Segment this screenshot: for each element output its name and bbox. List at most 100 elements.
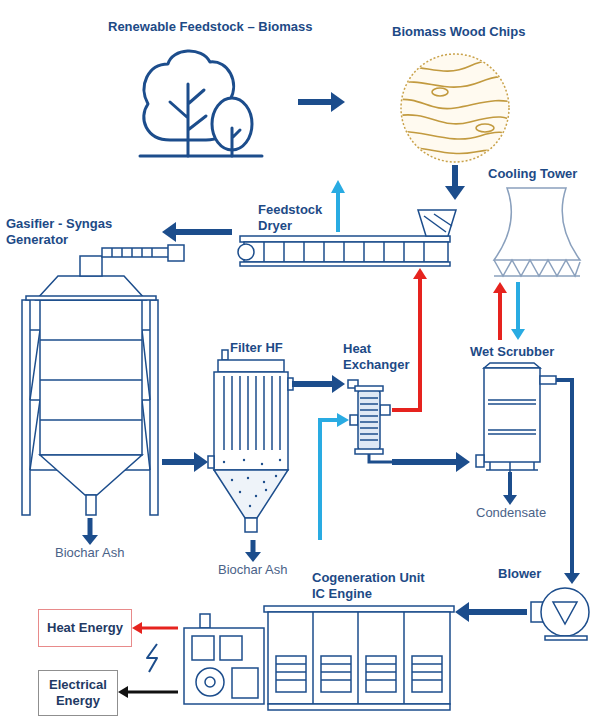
feedstock-node: Renewable Feedstock – Biomass [105,45,298,160]
bag-filter [223,461,225,463]
dryer-node: Feedstock Dryer [232,200,460,268]
lightning-symbol [147,644,157,672]
cooling-tower-node: Cooling Tower [488,185,585,282]
connector-line [392,459,457,465]
bag-filter [208,456,214,468]
connector-line [127,691,178,694]
lightning-symbol [147,644,157,672]
flow-arrow [132,622,178,634]
gasifier [40,455,142,495]
arrow-head [331,92,345,112]
wood-chips-icon [476,124,494,132]
flow-arrow [445,165,465,200]
cogeneration-engine [264,606,454,612]
cooling-tower [494,260,580,276]
equipment-label: Cogeneration Unit IC Engine [312,570,434,602]
output-label: Biochar Ash [55,545,124,561]
heat-exchanger [355,449,383,454]
equipment-label: Cooling Tower [488,166,577,182]
bag-filter [214,372,288,470]
connector-line [251,540,256,553]
gasifier [102,248,170,257]
flow-arrow [392,268,427,410]
engine-node: Cogeneration Unit IC Engine [178,568,455,712]
cogeneration-engine [321,656,351,692]
air-inlet-line [320,413,349,540]
cogeneration-engine [184,606,454,710]
heat-exchanger-node: Heat Exchanger [345,380,392,470]
wood-chips-icon [395,131,520,139]
air-inlet-line [320,420,338,540]
wood-chips-icon [432,88,448,96]
connector-line [298,99,332,105]
flow-arrow [82,518,98,545]
flow-arrow [298,92,345,112]
gasifier [86,495,96,515]
output-node: Condensate [476,505,547,521]
arrow-head [162,222,176,242]
feedstock-dryer [418,210,456,236]
cogeneration-engine [268,612,450,704]
equipment-label: Blower [498,566,541,582]
vapour-arrow [331,180,345,232]
energy-label: Electrical Energy [47,677,109,709]
bag-filter [239,491,241,493]
scrubber-node: Wet Scrubber [470,340,556,472]
tree-icon [140,51,262,156]
flow-arrow [493,282,507,340]
feedstock-dryer [240,236,450,242]
bag-filter [263,481,265,483]
cogeneration-engine [220,636,242,660]
connector-line [556,380,572,574]
arrow-head [194,452,208,472]
cooling-tower [494,188,580,260]
bag-filter [231,479,233,481]
bag-filter [265,489,267,491]
energy-box: Heat Energy [38,609,132,647]
output-node: Biochar Ash [218,562,288,578]
feedstock-dryer [238,244,254,260]
wet-scrubber [476,363,556,472]
equipment-label: Filter HF [230,340,283,356]
vapour-arrow [331,180,345,193]
cogeneration-engine [276,656,306,692]
connector-line [516,282,520,330]
arrow-head [118,686,128,698]
heat-exchanger [350,415,358,425]
equipment-label: Feedstock Dryer [258,202,338,234]
heat-exchanger [355,386,383,391]
bag-filter [261,463,263,465]
tree-icon [232,128,240,156]
flow-arrow [455,602,527,622]
equipment-label: Gasifier - Syngas Generator [6,216,124,248]
tree-icon [170,84,206,156]
wet-scrubber [540,376,556,384]
bag-filter [224,376,280,450]
flow-arrow [162,452,208,472]
gasifier [168,245,184,261]
wet-scrubber [484,368,540,462]
wet-scrubber [486,462,538,472]
arrow-head [413,268,427,279]
bag-filter [255,495,257,497]
flow-arrow [162,222,232,242]
flow-arrow [245,540,261,562]
gasifier [112,248,152,257]
gasifier [22,300,30,515]
bag-filter [275,475,277,477]
gasifier [22,245,184,515]
flow-arrow [556,380,580,584]
heat-exchanger [380,405,390,415]
heat-exchanger [369,454,392,462]
arrow-head [456,452,470,472]
cogeneration-engine [205,677,215,687]
arrow-head [332,375,345,393]
connector-line [141,627,178,630]
bag-filter [214,470,288,518]
cogeneration-engine [200,614,210,628]
blower [541,588,589,636]
cogeneration-engine [268,704,450,710]
arrow-head [445,186,465,200]
arrow-head [564,573,580,584]
